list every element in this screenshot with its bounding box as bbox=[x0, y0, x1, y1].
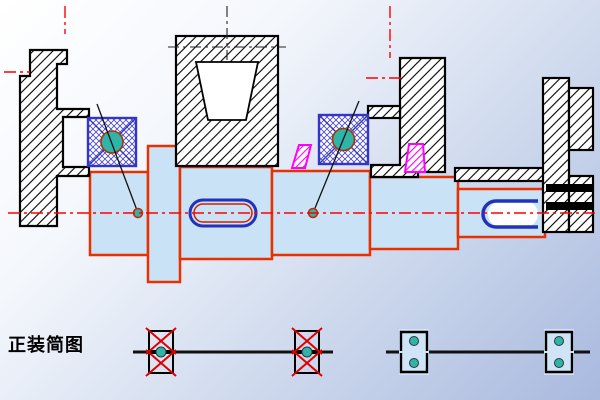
middle-housing-body bbox=[369, 56, 447, 179]
seals bbox=[290, 143, 427, 173]
schematic-ball-dot bbox=[554, 358, 564, 368]
spacer-sleeve bbox=[453, 166, 547, 183]
schematic-ball-dot bbox=[409, 358, 419, 368]
seal-ring-bar-bottom bbox=[546, 202, 594, 210]
gear bbox=[168, 6, 286, 168]
schematic-cross-line bbox=[291, 349, 323, 377]
schematic-right bbox=[386, 329, 590, 375]
keyway-slot-right bbox=[481, 199, 538, 229]
schematic-ball-dot bbox=[554, 336, 564, 346]
end-plate-2-top bbox=[567, 86, 595, 152]
middle-housing bbox=[366, 56, 447, 179]
gear-web-recess bbox=[194, 61, 260, 121]
schematic-pressure-dot bbox=[301, 346, 313, 358]
left-bearing-ball bbox=[100, 130, 124, 154]
right-end-assembly bbox=[453, 76, 595, 234]
schematic-ball-dot bbox=[409, 336, 419, 346]
schematic-cross-line bbox=[145, 349, 177, 377]
schematic-bracket-bottom bbox=[544, 353, 574, 374]
right-contact-line bbox=[312, 100, 360, 214]
seal-left bbox=[290, 144, 313, 169]
schematic-bracket-top bbox=[399, 330, 429, 351]
schematic-bearing-block bbox=[544, 329, 574, 375]
seal-right bbox=[403, 143, 427, 173]
schematic-bracket-top bbox=[544, 330, 574, 351]
seal-ring-bar-top bbox=[546, 184, 594, 192]
schematic-left bbox=[133, 327, 333, 377]
schematic-cross-line bbox=[145, 327, 177, 355]
schematic-bracket-bottom bbox=[399, 353, 429, 374]
left-housing bbox=[18, 48, 91, 228]
diagram-caption: 正装简图 bbox=[8, 335, 84, 355]
keyway-slot-right-bg bbox=[488, 201, 538, 227]
schematic-bearing-block bbox=[399, 329, 429, 375]
schematic-cross-line bbox=[291, 327, 323, 355]
contact-lines bbox=[96, 100, 360, 219]
shaft-collar bbox=[146, 144, 182, 284]
centerlines bbox=[4, 6, 596, 214]
schematic-pressure-dot bbox=[155, 346, 167, 358]
middle-housing-lip bbox=[366, 104, 402, 120]
left-contact-line bbox=[96, 103, 139, 214]
